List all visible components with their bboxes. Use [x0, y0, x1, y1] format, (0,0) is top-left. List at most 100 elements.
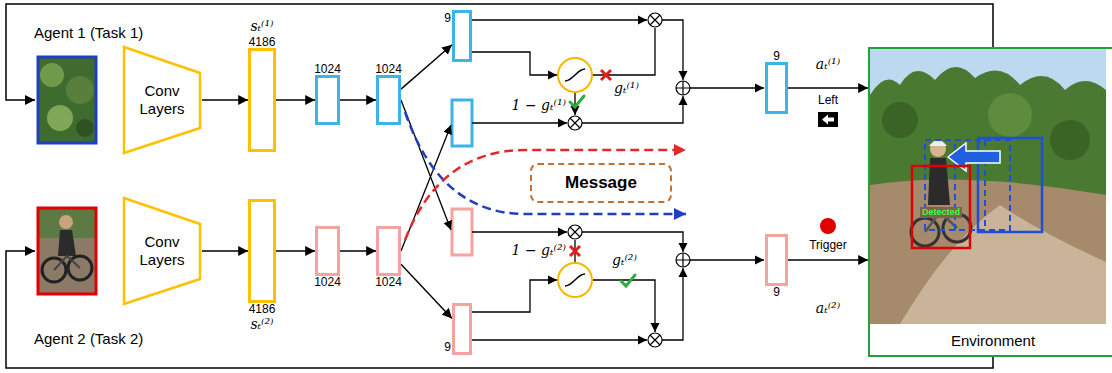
action-symbol: aₜ⁽²⁾ [816, 300, 840, 317]
agent2-image [38, 208, 96, 294]
wires [662, 268, 683, 340]
dimension-label: 1024 [314, 275, 341, 289]
environment-image [912, 166, 970, 248]
gate-value: gₜ⁽¹⁾ [614, 80, 639, 97]
sum-op [676, 253, 690, 267]
sigmoid-curve [565, 274, 585, 286]
wires [592, 28, 655, 75]
action-vector: 9 [765, 62, 788, 114]
multiply-op [570, 227, 580, 237]
text-group: Message [532, 173, 670, 193]
environment-image [988, 93, 1032, 137]
sum-op [676, 81, 690, 95]
connector-arrow [340, 99, 376, 100]
wires [472, 19, 647, 20]
agent2-image [54, 256, 80, 270]
environment-panel: Environment [868, 47, 1112, 357]
environment-image [930, 141, 946, 157]
text-group: sₜ⁽¹⁾4186 [249, 18, 276, 49]
branch-vectors [452, 100, 472, 255]
text-group: 1024 [314, 275, 341, 289]
trigger-action-icon [820, 218, 836, 234]
trapezoid-outline [124, 47, 200, 153]
text-group: 1024 [375, 62, 402, 76]
message-flow [405, 150, 686, 240]
text-group: 9 [773, 285, 780, 299]
message-flow [405, 112, 686, 214]
multiply-op [568, 225, 582, 239]
connector-arrow [202, 99, 248, 100]
gate-value: gₜ⁽²⁾ [612, 252, 637, 269]
connector-arrow [788, 259, 868, 260]
feedback-loop [6, 4, 993, 368]
trigger-action-icon [820, 218, 836, 234]
agent1-image [38, 57, 96, 143]
agent1-image [66, 76, 94, 104]
wires [472, 231, 567, 232]
conv-layers: Conv Layers [122, 196, 202, 306]
state-vector: 4186sₜ⁽²⁾ [248, 199, 276, 303]
multiply-op [570, 118, 580, 128]
dimension-label: 9 [773, 285, 780, 299]
open-gate-mark [621, 275, 635, 286]
environment-image [1050, 120, 1090, 160]
connector-arrow [202, 250, 248, 251]
multiply-op [650, 15, 660, 25]
action-label: Left [816, 93, 840, 107]
node-label: Message [532, 173, 670, 193]
dimension-label: 1024 [375, 275, 402, 289]
sum-op [676, 253, 690, 267]
text-group: Environment [870, 332, 1112, 350]
text-group: Conv Layers [122, 233, 202, 269]
wires [690, 259, 764, 260]
environment-image [870, 49, 1106, 324]
detection-tag: Detected [920, 207, 962, 218]
text-group: Conv Layers [122, 82, 202, 118]
wires [472, 280, 557, 312]
agent1-image [40, 63, 64, 87]
closed-gate-mark [570, 246, 580, 256]
fc-layer: 1024 [315, 75, 340, 125]
connector-arrow [401, 264, 452, 318]
left-action-icon [822, 115, 834, 125]
agent1-image [38, 57, 96, 143]
multiply-op [648, 333, 662, 347]
action-label: Trigger [807, 238, 849, 252]
sigmoid-curve [565, 69, 585, 81]
gate-value: 1 − gₜ⁽²⁾ [512, 242, 566, 259]
wires [582, 232, 683, 252]
dimension-label: 9 [444, 11, 451, 25]
trapezoid-outline [124, 198, 200, 304]
connector-arrow [788, 87, 868, 88]
dimension-label: 1024 [314, 62, 341, 76]
gate-vector: 9 [452, 303, 472, 355]
agent-title: Agent 1 (Task 1) [34, 24, 143, 42]
conv-layers: Conv Layers [122, 45, 202, 155]
agent1-image [76, 119, 94, 137]
sigmoid-gate [558, 58, 592, 92]
text-group: 4186sₜ⁽²⁾ [249, 302, 276, 333]
action-symbol: aₜ⁽¹⁾ [816, 56, 840, 73]
environment-image [870, 179, 1106, 324]
connector-arrow [401, 45, 452, 89]
environment-image [900, 205, 1106, 324]
wires [690, 87, 764, 88]
agent2-image [38, 208, 96, 294]
environment-image [870, 49, 1106, 355]
wires [662, 20, 683, 80]
agent2-image [38, 208, 96, 294]
branch-vectors [452, 100, 472, 146]
wires [472, 339, 647, 340]
environment-image [882, 102, 918, 138]
left-action-icon [818, 112, 838, 127]
action-vector: 9 [765, 234, 788, 286]
multiply-op [648, 13, 662, 27]
sum-op [676, 81, 690, 95]
agent1-image [38, 57, 96, 143]
text-group: 9 [773, 49, 780, 63]
wires [472, 52, 557, 75]
dimension-label: 4186 [249, 302, 276, 316]
wires [472, 122, 567, 123]
agent2-image [58, 230, 76, 256]
fc-layer: 1024 [315, 226, 340, 276]
